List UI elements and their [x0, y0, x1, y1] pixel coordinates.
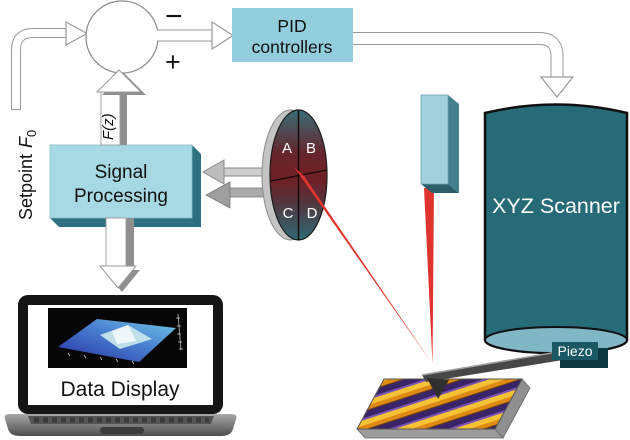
laser-box [420, 94, 459, 193]
fz-arrow [95, 69, 146, 146]
error-arrow [156, 20, 235, 51]
laptop: Data Display [4, 295, 237, 436]
laser-beam-incident [424, 188, 434, 364]
fz-label: F(z) [100, 113, 117, 140]
quadrant-c-label: C [283, 205, 294, 222]
afm-plot [48, 308, 187, 368]
pid-label-line1: PID [277, 16, 306, 36]
cantilever [421, 350, 564, 399]
pid-label-line2: controllers [252, 37, 333, 57]
sample-surface [356, 378, 531, 439]
setpoint-label: SetpointF0 [16, 130, 39, 220]
signal-to-display-arrow [98, 217, 140, 292]
setpoint-arrow [11, 20, 89, 111]
plus-sign: + [165, 47, 181, 77]
summing-junction [85, 0, 159, 74]
piezo-label: Piezo [557, 343, 592, 359]
data-display-label: Data Display [60, 378, 180, 401]
minus-sign: − [165, 0, 183, 33]
quadrant-d-label: D [307, 205, 318, 222]
piezo-block: Piezo [552, 342, 608, 368]
pid-to-scanner-arrow [353, 32, 575, 98]
quadrant-a-label: A [282, 140, 292, 157]
signal-label-line2: Processing [74, 186, 168, 207]
signal-processing-box: Signal Processing [49, 144, 201, 227]
quadrant-b-label: B [306, 140, 316, 157]
laser-beam-reflected [294, 167, 433, 364]
xyz-scanner: XYZ Scanner [483, 103, 629, 355]
pid-box: PID controllers [232, 8, 353, 62]
signal-label-line1: Signal [95, 162, 148, 183]
photodetector: A B C D [261, 109, 328, 241]
probe-tip [427, 378, 449, 399]
xyz-scanner-label: XYZ Scanner [492, 194, 620, 218]
